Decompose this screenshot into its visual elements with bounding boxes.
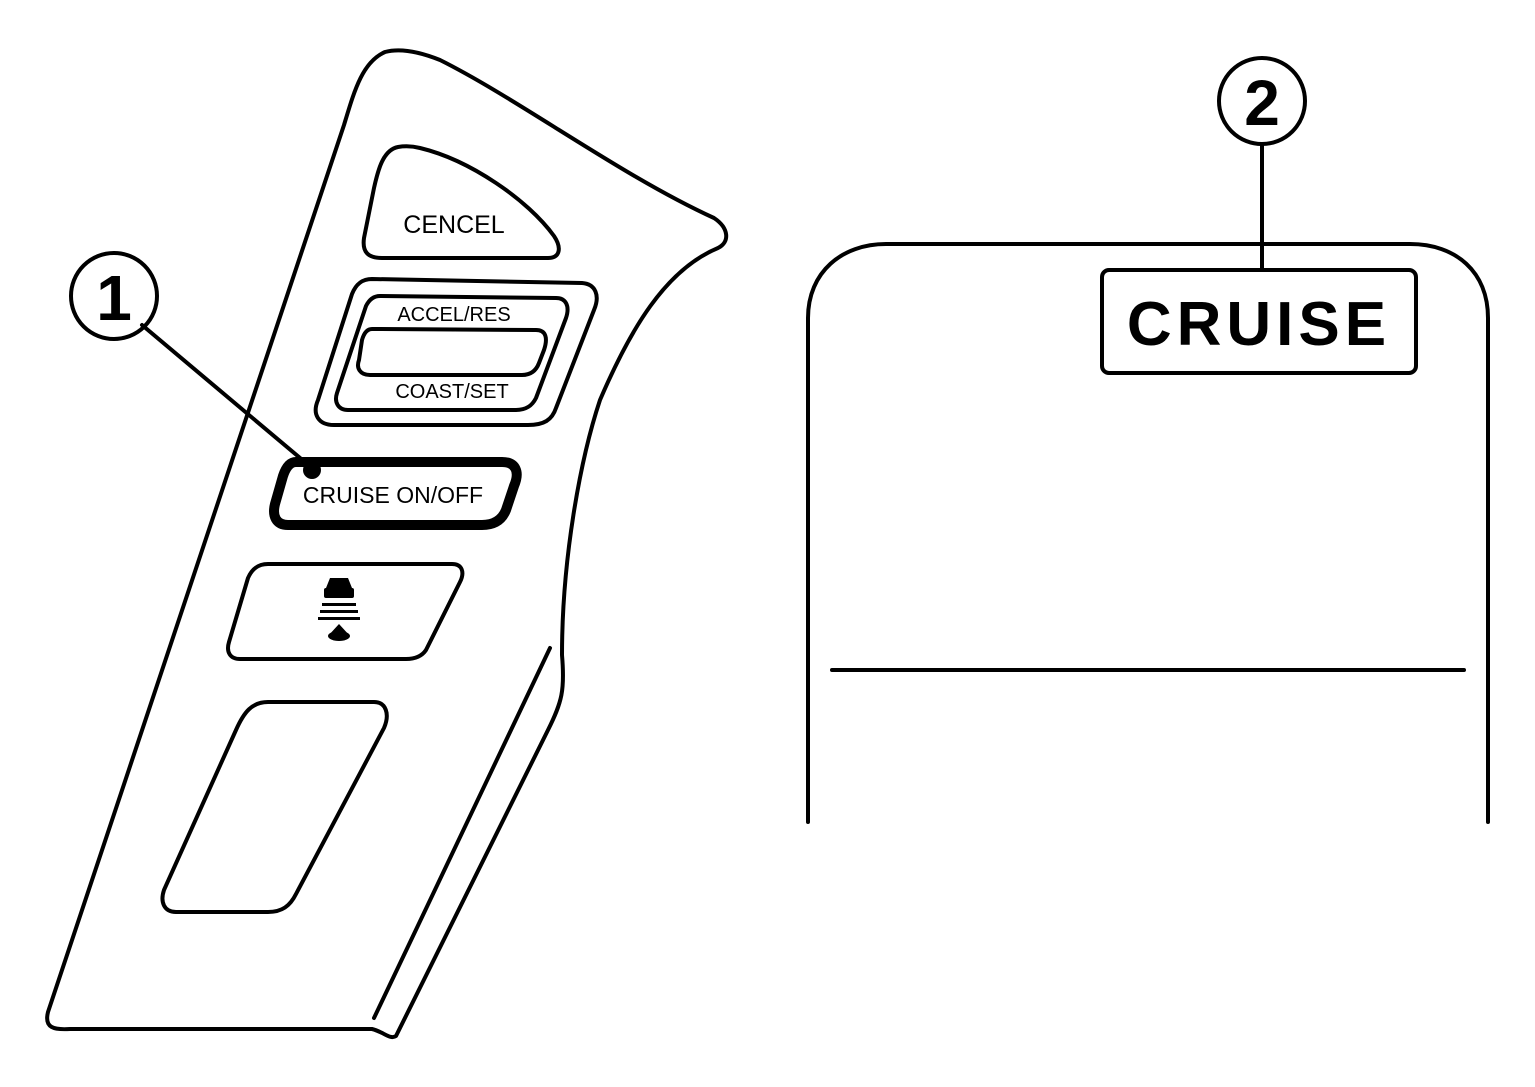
cruise-indicator-label: CRUISE xyxy=(1127,290,1391,359)
callout-2-number: 2 xyxy=(1244,67,1280,139)
accel-res-label: ACCEL/RES xyxy=(397,304,510,326)
steering-switch-panel: CENCEL ACCEL/RES COAST/SET CRUISE ON/OFF xyxy=(45,48,729,1040)
cruise-indicator: CRUISE xyxy=(1100,268,1418,375)
cruise-onoff-label: CRUISE ON/OFF xyxy=(303,482,483,508)
cancel-button[interactable]: CENCEL xyxy=(361,144,561,260)
coast-set-label: COAST/SET xyxy=(395,381,508,403)
vehicle-distance-icon xyxy=(318,578,360,641)
distance-button[interactable] xyxy=(226,562,465,661)
panel-recess xyxy=(160,700,389,914)
callout-2: 2 xyxy=(1217,56,1307,272)
combination-meter: CRUISE 2 xyxy=(806,56,1490,824)
accel-coast-switch[interactable]: ACCEL/RES COAST/SET xyxy=(313,277,599,427)
callout-1: 1 xyxy=(69,251,321,479)
cancel-label: CENCEL xyxy=(403,211,505,239)
cruise-onoff-button[interactable]: CRUISE ON/OFF xyxy=(269,457,522,530)
callout-1-number: 1 xyxy=(96,262,132,334)
